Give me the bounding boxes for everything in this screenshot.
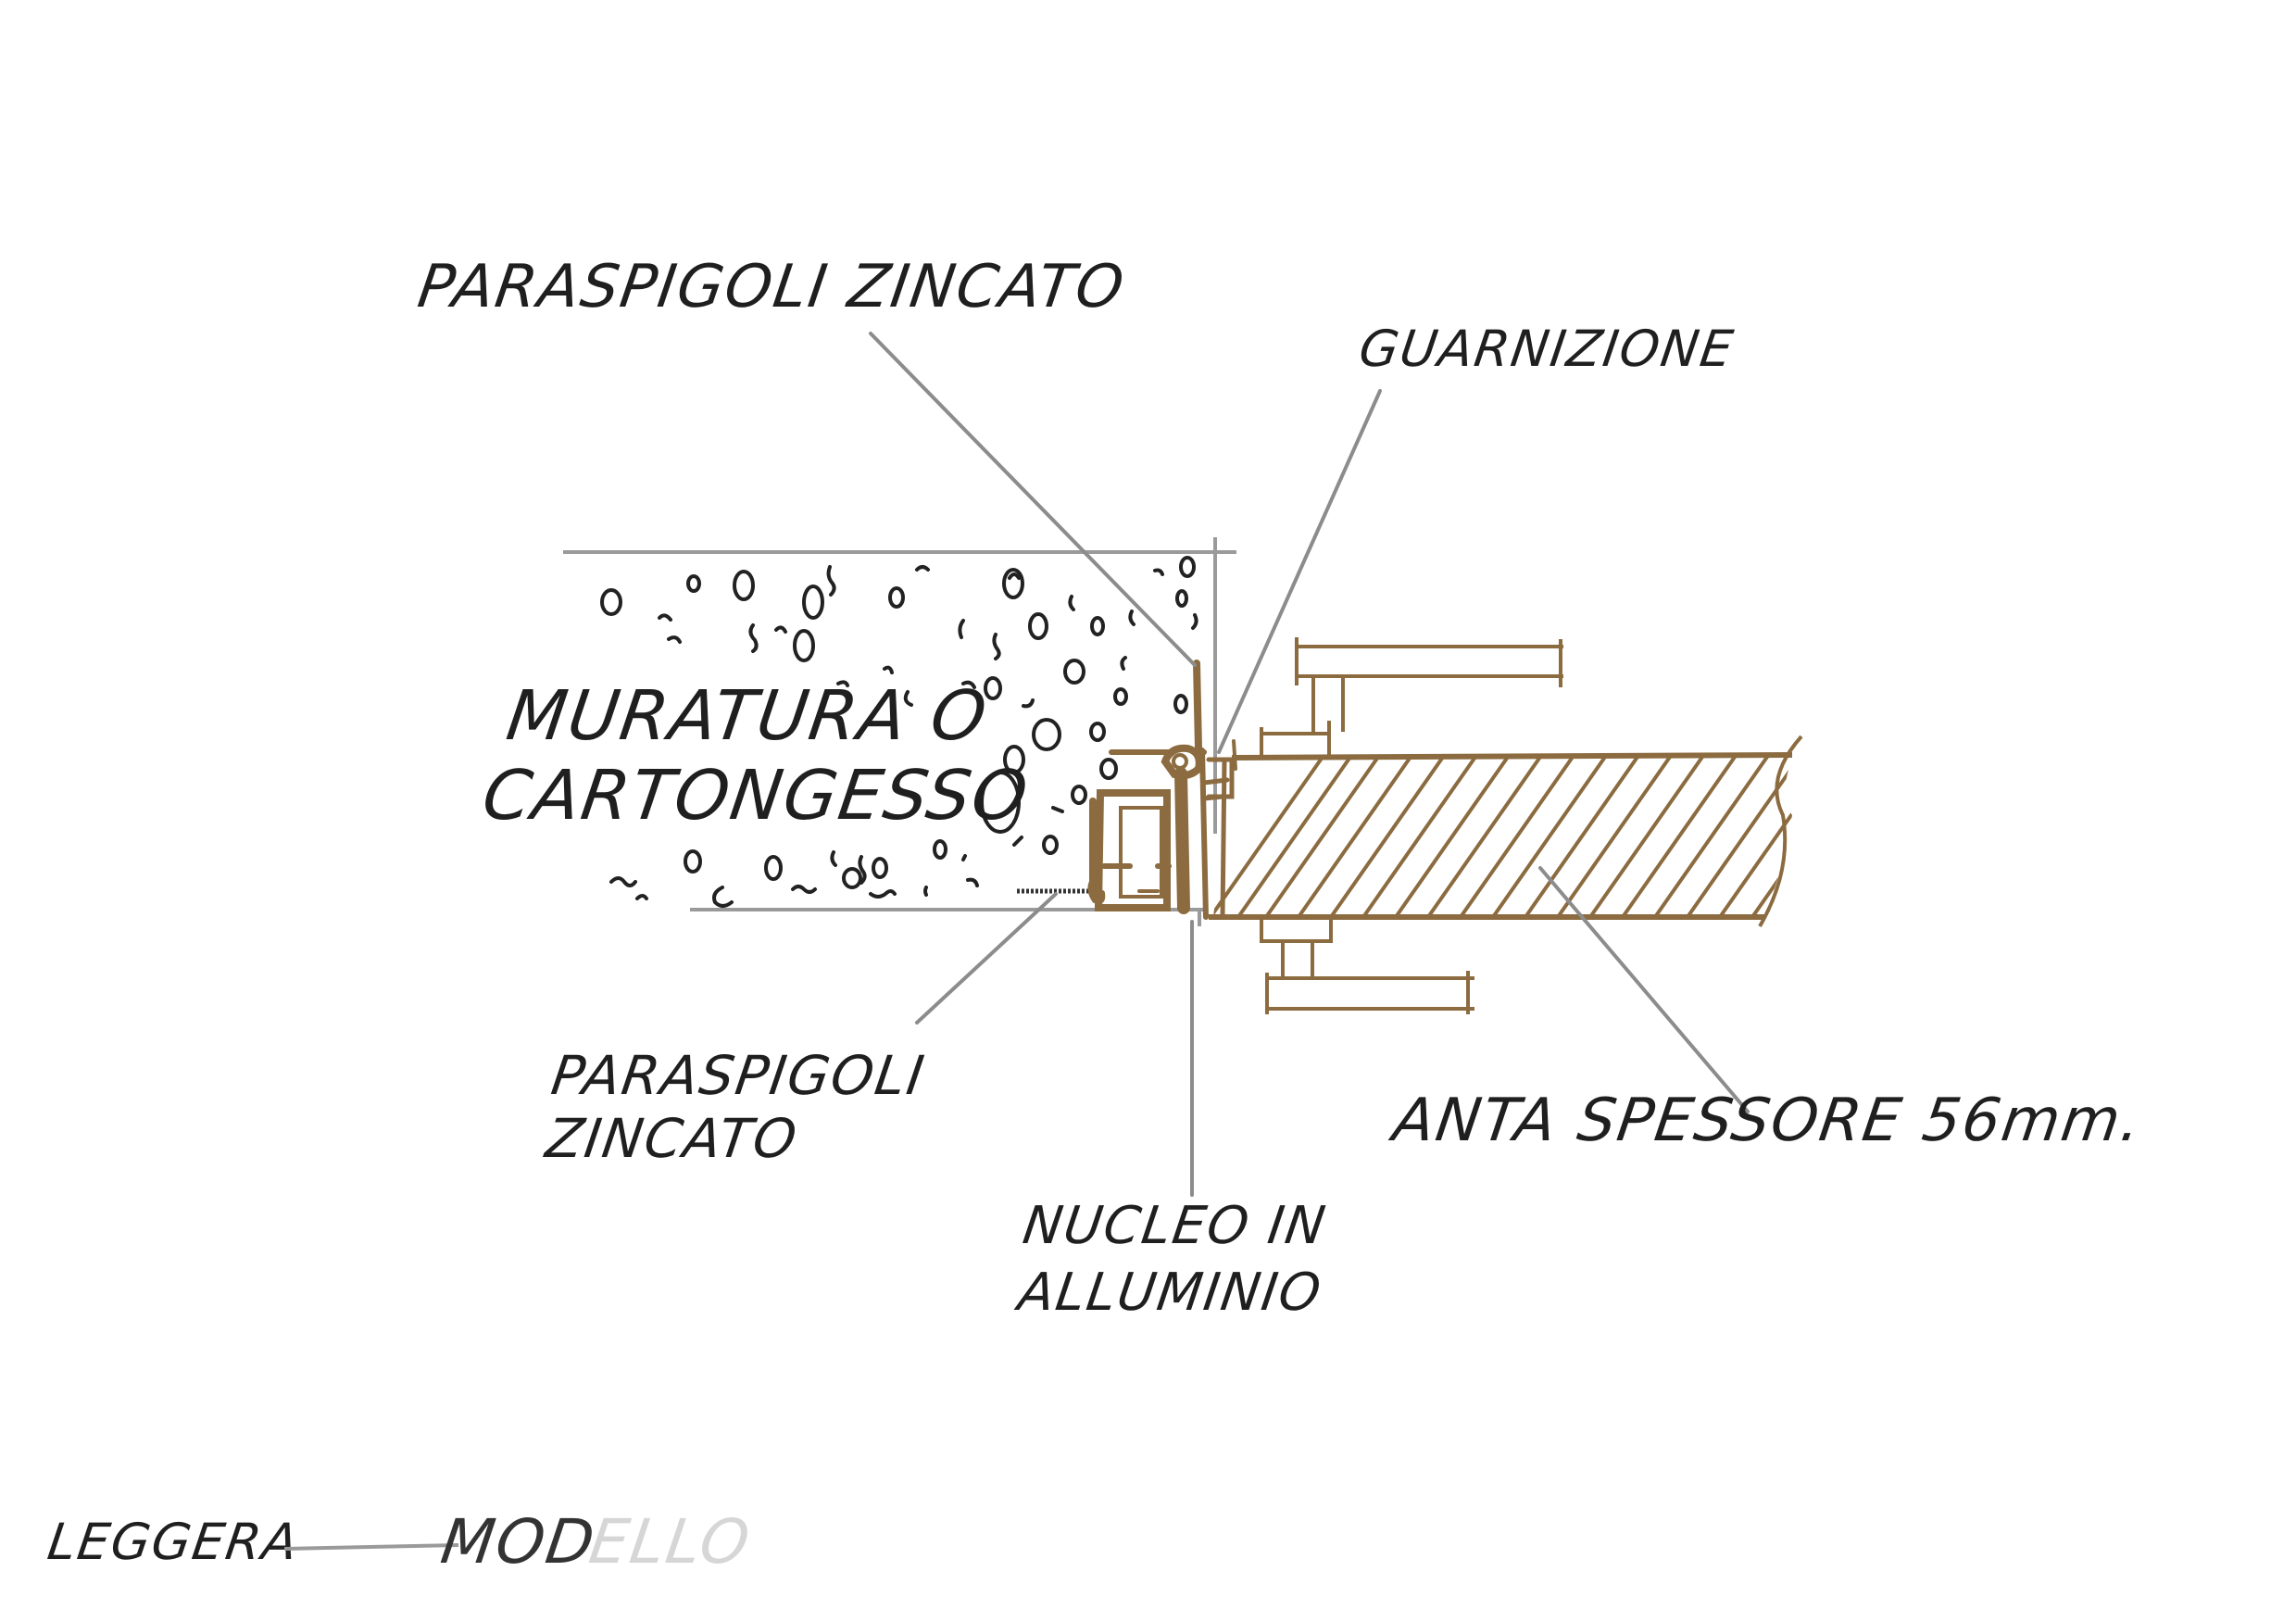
leader-paraspigoli-top (869, 332, 1197, 667)
door-leaf (1209, 735, 1803, 928)
footer-model-name-faded: ELLO (584, 1506, 756, 1578)
label-paraspigoli-zincato-top: PARASPIGOLI ZINCATO (413, 253, 1130, 321)
label-anta-spessore: ANTA SPESSORE 56mm. (1388, 1087, 2147, 1155)
door-handle-bottom (1260, 917, 1474, 1014)
aluminium-frame (1087, 660, 1237, 920)
footer-model-name: MOD (436, 1506, 601, 1578)
leader-lines (869, 332, 1750, 1197)
label-paraspigoli-bottom-line1: PARASPIGOLI (547, 1044, 930, 1107)
footer-strike-line (284, 1543, 459, 1551)
aggregate-texture (600, 556, 1198, 908)
leader-anta (1538, 866, 1750, 1113)
label-cartongesso-line2: CARTONGESSO (477, 756, 1035, 836)
label-muratura-line1: MURATURA O (501, 676, 993, 756)
leader-guarnizione (1217, 389, 1382, 754)
label-guarnizione: GUARNIZIONE (1355, 320, 1738, 378)
footer-model-prefix: LEGGERA (44, 1513, 303, 1571)
door-handle-top (1260, 637, 1563, 758)
label-nucleo-line2: ALLUMINIO (1014, 1263, 1326, 1323)
leader-paraspigoli-bottom (915, 892, 1058, 1024)
label-nucleo-line1: NUCLEO IN (1019, 1196, 1331, 1256)
label-paraspigoli-bottom-line2: ZINCATO (542, 1107, 803, 1170)
